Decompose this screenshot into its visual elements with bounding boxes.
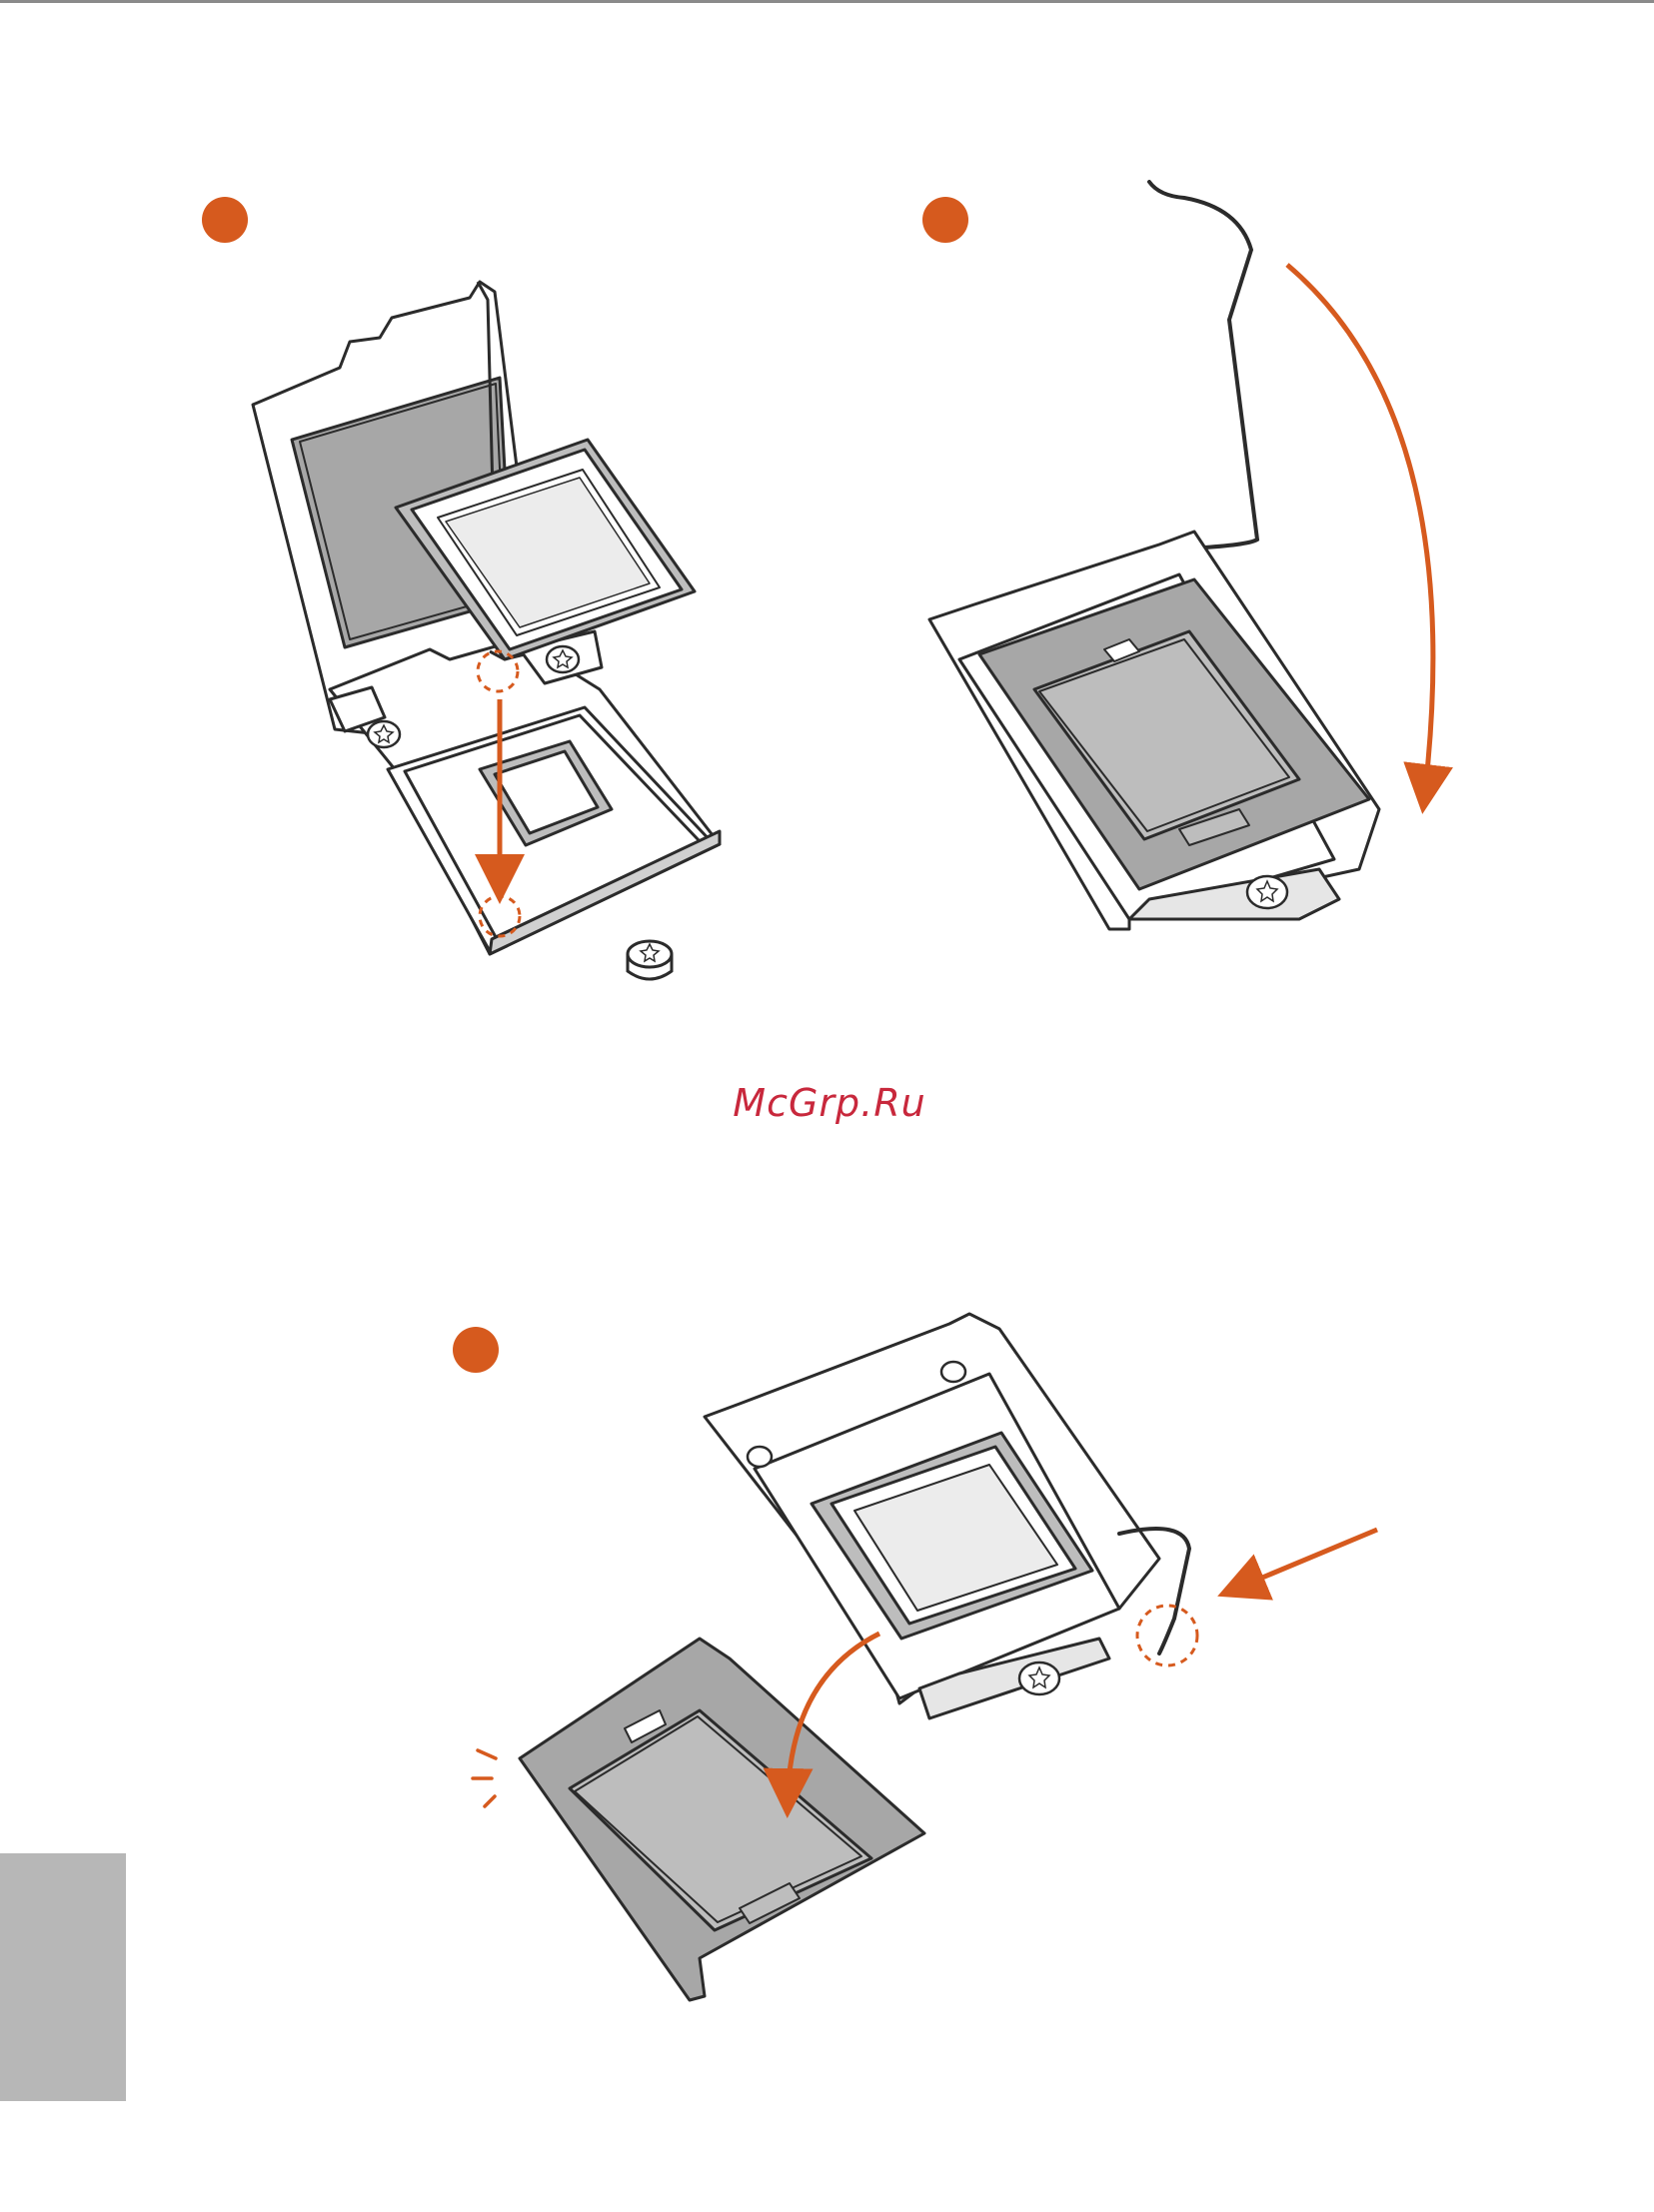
step-3-illustration [453, 1314, 1377, 2000]
step-3-marker [453, 1327, 499, 1373]
motion-lines [473, 1750, 496, 1806]
screw-icon [1247, 876, 1287, 908]
arrow-icon [1231, 1530, 1377, 1591]
step-1-illustration [202, 197, 720, 979]
cpu-socket-icon [330, 631, 720, 954]
watermark: McGrp.Ru [660, 1081, 999, 1125]
load-lever-icon [1149, 182, 1257, 548]
step-2-marker [922, 197, 968, 243]
socket-cover-icon [520, 1639, 924, 2000]
step-2-illustration [922, 182, 1433, 929]
step-1-marker [202, 197, 248, 243]
screw-icon [628, 941, 672, 979]
